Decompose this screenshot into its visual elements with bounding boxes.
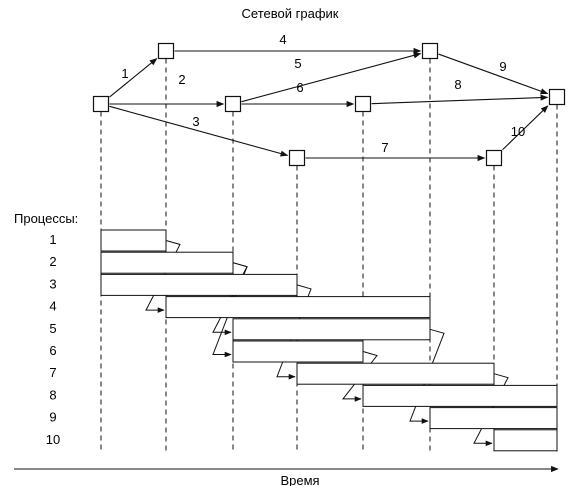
edge-8 — [371, 94, 549, 105]
time-axis-label: Время — [280, 473, 319, 486]
process-label-8: 8 — [49, 387, 56, 402]
node-s — [92, 95, 110, 113]
edge-label-4: 4 — [279, 32, 286, 47]
edge-9 — [438, 53, 549, 95]
node-a — [157, 42, 175, 60]
edge-10 — [502, 105, 549, 151]
process-bar-2 — [100, 251, 234, 274]
network-edges: 1 2 3 45 6 7 8 9 10 — [109, 32, 549, 162]
edge-5 — [241, 52, 422, 103]
network-nodes — [92, 42, 566, 167]
edge-label-6: 6 — [296, 80, 303, 95]
process-bar-8 — [362, 384, 558, 407]
node-b — [224, 95, 242, 113]
process-bar-1 — [100, 229, 167, 252]
process-label-9: 9 — [49, 410, 56, 425]
node-g — [548, 88, 566, 106]
process-bar-4 — [165, 296, 431, 319]
process-bar-5 — [232, 318, 431, 341]
edge-3 — [109, 105, 289, 157]
edge-label-9: 9 — [499, 59, 506, 74]
process-label-3: 3 — [49, 276, 56, 291]
process-bar-6 — [232, 340, 364, 363]
node-f — [485, 149, 503, 167]
node-e — [421, 42, 439, 60]
edge-label-8: 8 — [454, 77, 461, 92]
edge-label-5: 5 — [294, 56, 301, 71]
process-bar-9 — [429, 407, 558, 430]
process-label-10: 10 — [46, 432, 60, 447]
process-bar-3 — [100, 273, 298, 296]
process-label-1: 1 — [49, 232, 56, 247]
process-bar-10 — [493, 429, 558, 452]
process-label-7: 7 — [49, 365, 56, 380]
process-labels: 1 2 3 4 5 6 7 8 9 10 — [46, 232, 60, 447]
process-bar-7 — [296, 362, 495, 385]
edge-label-10: 10 — [511, 124, 525, 139]
edge-label-1: 1 — [121, 66, 128, 81]
edge-label-3: 3 — [192, 114, 199, 129]
node-d — [354, 95, 372, 113]
process-label-6: 6 — [49, 343, 56, 358]
process-label-2: 2 — [49, 254, 56, 269]
edge-label-2: 2 — [178, 72, 185, 87]
node-c — [288, 149, 306, 167]
process-label-5: 5 — [49, 321, 56, 336]
process-label-4: 4 — [49, 299, 56, 314]
edge-label-7: 7 — [381, 140, 388, 155]
processes-heading: Процессы: — [14, 211, 78, 226]
diagram-title: Сетевой график — [242, 6, 339, 21]
edge-1 — [109, 58, 158, 98]
process-bars — [100, 229, 558, 452]
